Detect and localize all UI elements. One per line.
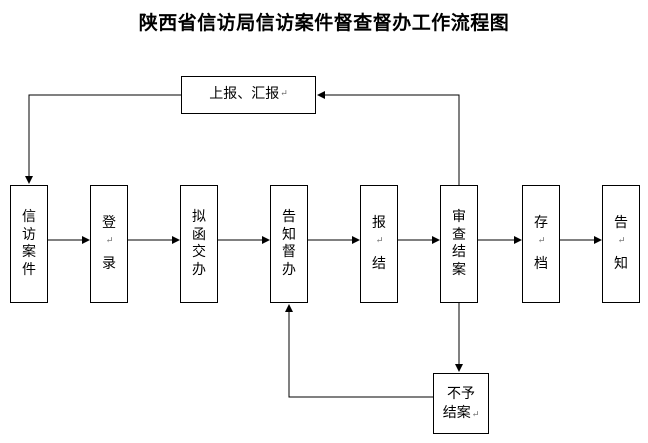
arrow-review-to-report-box [317, 91, 460, 185]
step-inform-char: 知 [614, 255, 628, 272]
report-box: 上报、汇报↵ [181, 76, 316, 114]
step-notify-box: 告知督办 [270, 185, 308, 303]
step-review-char: 审 [452, 209, 466, 225]
page-title: 陕西省信访局信访案件督查督办工作流程图 [138, 12, 510, 34]
step-notify-char: 督 [282, 244, 296, 260]
step-assign-char: 函 [192, 226, 206, 243]
report-box-label: 上报、汇报 [209, 86, 280, 103]
step-case-box: 信访案件 [10, 185, 48, 303]
no-close-line-1: 不予 [447, 385, 475, 402]
no-close-line-2: 结案↵ [442, 404, 480, 421]
step-review-box: 审查结案 [440, 185, 478, 303]
step-assign-char: 办 [192, 261, 206, 278]
step-case-char: 案 [22, 244, 36, 260]
step-archive-char: 存 [534, 214, 548, 231]
step-inform-char: 告 [614, 214, 628, 231]
arrow-no-close-to-notify [285, 304, 433, 398]
step-review-char: 查 [452, 226, 466, 243]
step-login-char: 录 [102, 255, 116, 272]
step-assign-char: 拟 [192, 209, 206, 225]
step-assign-char: 交 [192, 244, 206, 260]
step-report-char: 报 [372, 214, 386, 231]
step-archive-char: 档 [534, 255, 548, 272]
step-login-char: 登 [102, 214, 116, 231]
arrow-report-box-to-case [25, 94, 181, 184]
step-notify-char: 告 [282, 209, 296, 225]
step-case-char: 访 [22, 226, 36, 243]
step-review-char: 案 [452, 261, 466, 278]
step-report-char: 结 [372, 255, 386, 272]
step-case-char: 信 [22, 209, 36, 225]
step-notify-char: 知 [282, 226, 296, 243]
step-notify-char: 办 [282, 261, 296, 278]
step-report-box: 报↵结 [360, 185, 398, 303]
step-assign-box: 拟函交办 [180, 185, 218, 303]
step-review-char: 结 [452, 244, 466, 260]
no-close-box: 不予 结案↵ [433, 373, 489, 434]
step-archive-box: 存↵档 [522, 185, 560, 303]
step-case-char: 件 [22, 261, 36, 278]
step-login-box: 登↵录 [90, 185, 128, 303]
step-inform-box: 告↵知 [602, 185, 640, 303]
